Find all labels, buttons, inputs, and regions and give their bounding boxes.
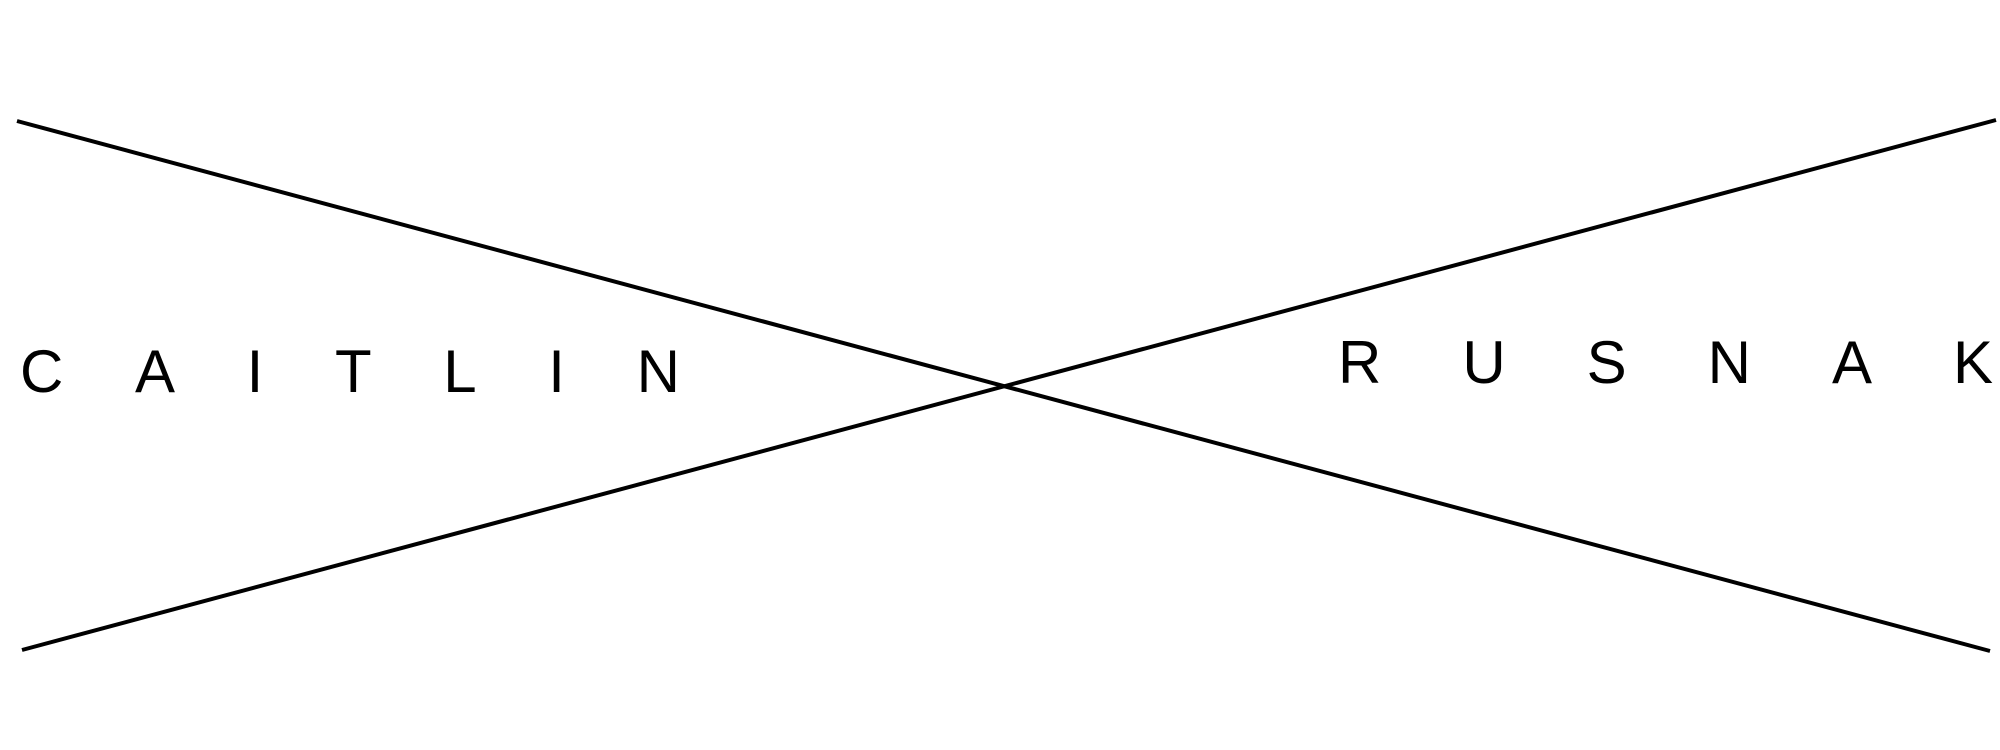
letter: R	[1338, 329, 1382, 396]
letter: N	[1707, 329, 1751, 396]
letter: I	[246, 338, 264, 405]
letter: C	[20, 338, 64, 405]
letter: I	[548, 338, 565, 405]
last-name: R U S N A K	[1338, 333, 1993, 393]
letter: N	[636, 338, 680, 405]
diagonal-line-ascending	[21, 118, 1997, 652]
letter: U	[1462, 329, 1506, 396]
letter: T	[334, 338, 372, 405]
letter: K	[1952, 329, 1993, 396]
letter: A	[134, 338, 176, 405]
letter: S	[1586, 329, 1627, 396]
letter: A	[1831, 329, 1872, 396]
letter: L	[443, 338, 477, 405]
first-name: C A I T L I N	[20, 342, 680, 402]
